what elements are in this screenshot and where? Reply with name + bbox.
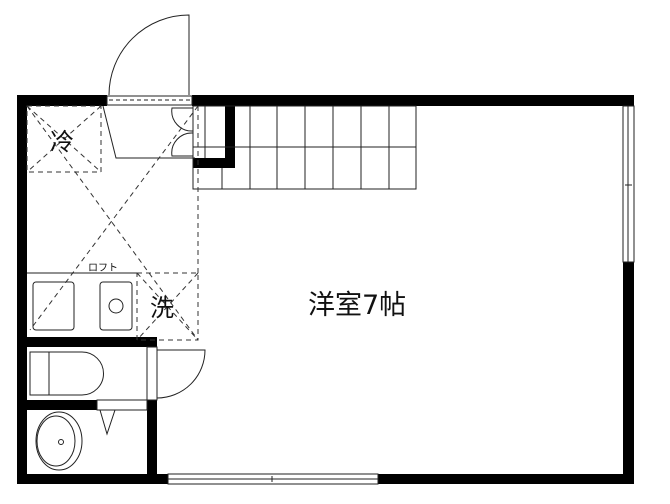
room-label: 洋室7帖 — [308, 290, 406, 321]
wall-right — [623, 262, 634, 484]
wall-bath-toilet — [27, 400, 97, 410]
shoe-cabinet — [102, 105, 195, 159]
wall-bath-partition — [147, 400, 157, 484]
doors — [102, 14, 206, 399]
dashed-areas — [26, 105, 199, 341]
kitchen-sink — [32, 281, 75, 331]
bath-door — [156, 349, 206, 399]
fridge-space — [26, 105, 102, 173]
toilet-bowl — [35, 411, 83, 471]
washer-space — [136, 272, 199, 341]
burner — [108, 298, 124, 314]
wall-stair-horizontal — [193, 158, 235, 168]
fridge-label: 冷 — [50, 128, 74, 156]
bathtub — [29, 351, 104, 396]
windows — [96, 95, 635, 485]
stairs — [192, 105, 417, 190]
stove — [99, 281, 133, 331]
loft-label: ロフト — [88, 263, 118, 274]
entrance-door — [108, 14, 190, 96]
wall-stair-vertical — [225, 95, 235, 168]
closet-door — [171, 107, 194, 157]
wall-top-left — [17, 95, 107, 106]
toilet-door-jamb — [96, 399, 148, 411]
wall-bottom-right — [378, 474, 634, 484]
entrance-threshold — [106, 95, 193, 106]
wall-top-right — [192, 95, 634, 106]
fixtures — [27, 272, 137, 471]
toilet-paper — [99, 409, 116, 436]
washer-label: 洗 — [150, 294, 174, 322]
walls — [17, 95, 634, 484]
wall-left — [17, 95, 27, 484]
bath-door-jamb — [146, 346, 158, 401]
wall-bottom-left — [17, 474, 168, 484]
wall-kitchen-bath — [17, 337, 157, 347]
